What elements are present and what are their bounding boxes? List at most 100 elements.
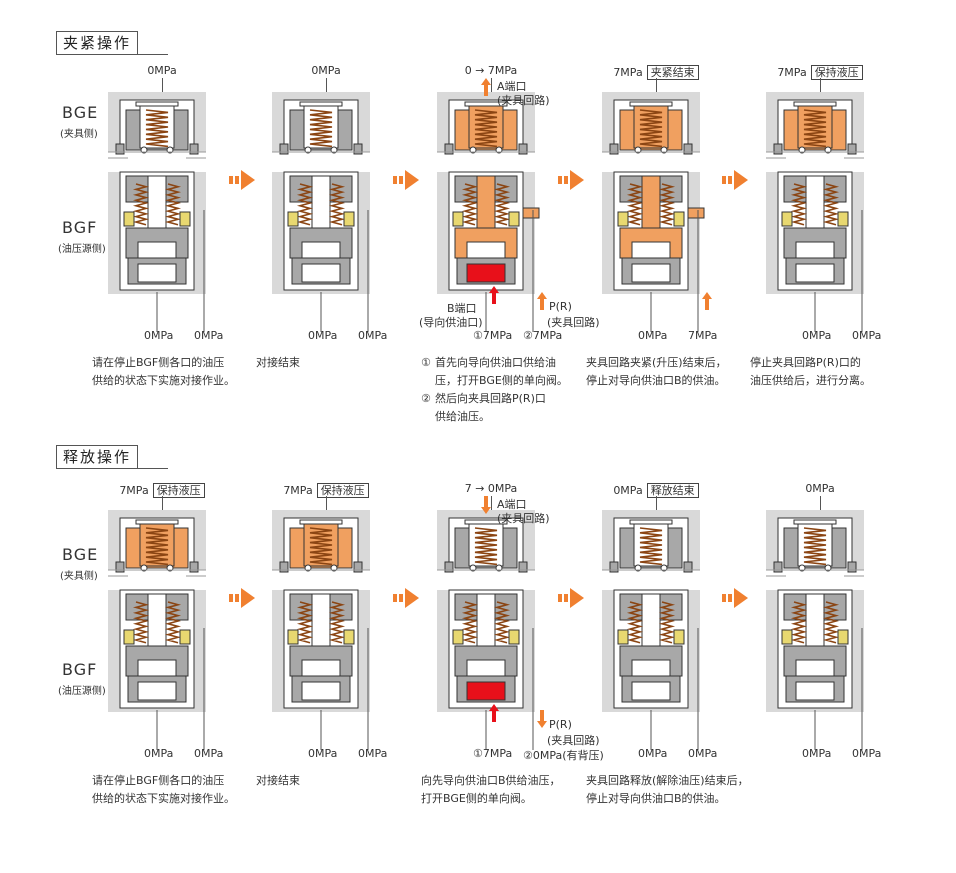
seal-block	[773, 561, 783, 573]
seal-block	[189, 561, 199, 573]
center-stem	[476, 593, 496, 655]
spring	[328, 601, 346, 644]
top-pressure-label: 7 → 0MPa	[441, 482, 541, 495]
seal-block	[115, 143, 125, 155]
seal	[781, 211, 793, 227]
seal	[617, 211, 629, 227]
coupler-diagram	[602, 92, 705, 332]
center-stem	[476, 175, 496, 237]
port-a-sublabel: (夹具回路)	[497, 94, 550, 107]
guide-port-chamber	[301, 263, 341, 283]
bottom-left-pressure: 0MPa	[308, 329, 338, 342]
flow-arrow-icon	[393, 588, 419, 608]
spring	[639, 109, 663, 148]
bgf-piston-head	[466, 659, 506, 677]
description-text: 然后向夹具回路P(R)口	[435, 392, 546, 405]
status-box: 保持液压	[316, 483, 369, 498]
seal	[343, 211, 355, 227]
top-pressure-label: 0MPa	[770, 482, 870, 495]
spring	[474, 109, 498, 148]
spring	[309, 109, 333, 148]
seal-block	[518, 143, 528, 155]
bottom-right-pressure: 0MPa	[194, 329, 224, 342]
spring	[328, 183, 346, 226]
spring-plate	[135, 519, 179, 525]
status-box: 释放结束	[646, 483, 699, 498]
description-line: 供给的状态下实施对接作业。	[92, 374, 235, 387]
seal	[287, 629, 299, 645]
spring	[790, 601, 808, 644]
description-text: 首先向导向供油口供给油	[435, 356, 556, 369]
spring	[658, 183, 676, 226]
spring	[822, 183, 840, 226]
top-pressure-label: 0MPa	[112, 64, 212, 77]
spring-plate	[464, 101, 508, 107]
description-line: 对接结束	[256, 774, 300, 787]
seal-block	[353, 561, 363, 573]
bgf-piston-head	[631, 659, 671, 677]
port-p-arrow-icon	[537, 710, 547, 728]
spring	[822, 601, 840, 644]
pressure-value: 0 → 7MPa	[464, 64, 518, 77]
bgf-sublabel: (油压源侧)	[58, 686, 106, 697]
guide-port-chamber	[795, 263, 835, 283]
center-stem	[311, 175, 331, 237]
coupler-diagram	[602, 510, 700, 750]
bgf-piston-head	[795, 241, 835, 259]
spring	[639, 527, 663, 566]
port-p-arrow-icon	[702, 292, 712, 310]
seal	[179, 211, 191, 227]
description-line: 向先导向供油口B供给油压，	[421, 774, 561, 787]
bottom-left-pressure: 0MPa	[638, 747, 668, 760]
coupler-diagram	[766, 92, 864, 332]
seal	[508, 629, 520, 645]
spring-plate	[299, 101, 343, 107]
spring-plate	[629, 519, 673, 525]
guide-port-chamber	[795, 681, 835, 701]
bgf-piston-head	[466, 241, 506, 259]
port-b-label: B端口	[447, 302, 477, 315]
bge-piston	[303, 105, 339, 149]
seal-block	[609, 143, 619, 155]
bgf-sublabel: (油压源侧)	[58, 244, 106, 255]
flow-arrow-icon	[229, 170, 255, 190]
seal	[781, 629, 793, 645]
stage-description: 停止夹具回路P(R)口的油压供给后，进行分离。	[750, 354, 871, 390]
description-text: 压，打开BGE侧的单向阀。	[435, 374, 568, 387]
p-port-flow	[687, 207, 705, 219]
spring-plate	[299, 519, 343, 525]
seal-block	[609, 561, 619, 573]
spring	[626, 183, 644, 226]
pressure-value: 0MPa	[147, 64, 177, 77]
stage-description: 夹具回路释放(解除油压)结束后，停止对导向供油口B的供油。	[586, 772, 749, 808]
pressure-value: 0MPa	[805, 482, 835, 495]
spring	[803, 109, 827, 148]
bgf-piston-head	[301, 659, 341, 677]
status-box: 保持液压	[810, 65, 863, 80]
stage-description: 对接结束	[256, 354, 300, 372]
bgf-piston-head	[137, 241, 177, 259]
stage-description: 夹具回路夹紧(升压)结束后，停止对导向供油口B的供油。	[586, 354, 727, 390]
seal-block	[683, 561, 693, 573]
bgf-label: BGF	[62, 660, 98, 679]
seal-block	[279, 561, 289, 573]
p-port-flow	[522, 207, 540, 219]
spring	[626, 601, 644, 644]
seal-block	[189, 143, 199, 155]
top-pressure-label: 0MPa	[276, 64, 376, 77]
port-line	[162, 496, 163, 510]
stage-description: 对接结束	[256, 772, 300, 790]
center-stem	[641, 175, 661, 237]
seal-block	[847, 561, 857, 573]
port-p-label: P(R)	[549, 718, 572, 731]
seal-block	[115, 561, 125, 573]
port-p-label: P(R)	[549, 300, 572, 313]
description-line: 停止对导向供油口B的供油。	[586, 374, 726, 387]
bottom-left-pressure: 0MPa	[638, 329, 668, 342]
bge-piston	[468, 523, 504, 567]
flow-arrow-icon	[722, 170, 748, 190]
seal	[123, 629, 135, 645]
